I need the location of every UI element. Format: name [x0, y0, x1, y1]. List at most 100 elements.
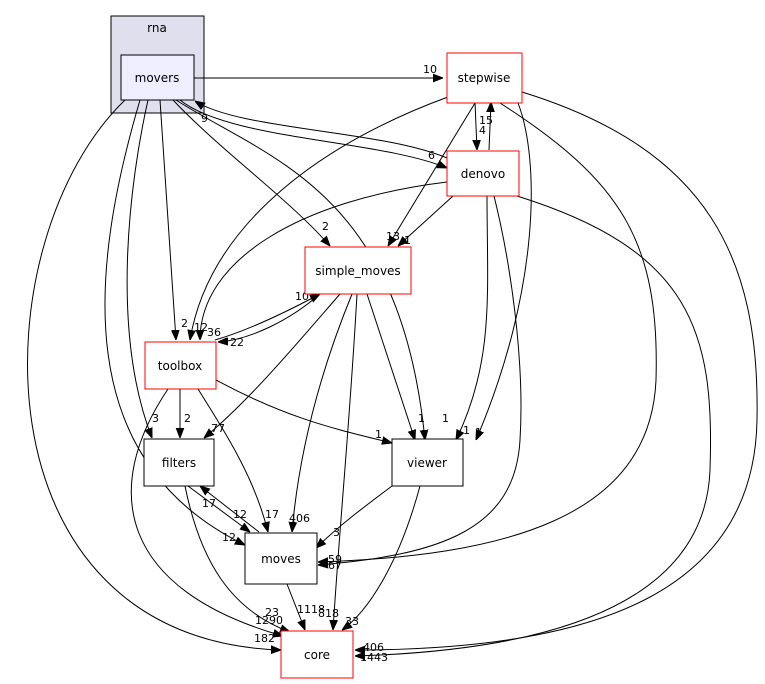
edges [27, 78, 758, 656]
edge-label-simple-moves-moves: 406 [289, 512, 310, 525]
edge-label-movers-core: 182 [254, 632, 275, 645]
node-viewer[interactable]: viewer [391, 438, 464, 487]
node-filters[interactable]: filters [143, 438, 215, 487]
edge-label-simple-moves-filters: 77 [211, 422, 225, 435]
edge-label-simple-moves-toolbox: 22 [230, 336, 244, 349]
edge-label-stepwise-moves: 59 [328, 553, 342, 566]
edge-denovo-moves [318, 195, 522, 565]
edge-label-denovo-stepwise: 15 [479, 114, 493, 127]
edge-toolbox-moves [197, 388, 268, 532]
edge-stepwise-moves [318, 102, 657, 562]
edge-viewer-core [342, 485, 421, 630]
edge-viewer-moves [316, 485, 393, 548]
node-simple-moves-label: simple_moves [315, 264, 400, 278]
node-stepwise[interactable]: stepwise [446, 52, 523, 104]
nodes: movers stepwise denovo simple_moves tool… [120, 52, 523, 679]
node-moves[interactable]: moves [244, 532, 318, 585]
edge-moves-filters [200, 486, 260, 533]
node-core-label: core [304, 648, 330, 662]
node-moves-label: moves [261, 552, 301, 566]
edge-label-filters-core: 1290 [255, 614, 283, 627]
node-filters-box [143, 438, 215, 487]
node-stepwise-box [446, 52, 523, 104]
edge-denovo-simple-moves [398, 195, 454, 246]
node-viewer-label: viewer [407, 456, 447, 470]
edge-label-movers-viewer: 1 [463, 424, 470, 437]
edge-label-stepwise-movers: 9 [201, 112, 208, 125]
node-simple-moves[interactable]: simple_moves [304, 246, 412, 295]
edge-simple-moves-core [333, 293, 358, 630]
edge-label-simple-moves-viewer: 1 [418, 412, 425, 425]
edge-movers-filters [126, 99, 152, 438]
edge-simple-moves-moves [292, 293, 353, 532]
edge-denovo-viewer [456, 195, 489, 440]
edge-label-denovo-viewer: 1 [442, 412, 449, 425]
edge-movers-simple-moves [172, 99, 330, 246]
node-movers-label: movers [135, 71, 180, 85]
edge-label-stepwise-denovo: 4 [479, 124, 486, 137]
edge-moves-core [286, 583, 305, 630]
edge-label-filters-moves: 12 [233, 508, 247, 521]
edge-label-viewer-core: 33 [345, 615, 359, 628]
edge-label-viewer-moves: 3 [333, 526, 340, 539]
edge-label-moves-core: 1118 [297, 603, 325, 616]
edge-label-movers-moves: 12 [222, 531, 236, 544]
edge-label-movers-denovo: 6 [428, 149, 435, 162]
edge-label-toolbox-core: 23 [265, 606, 279, 619]
node-core-box [280, 630, 354, 679]
node-denovo[interactable]: denovo [446, 150, 520, 197]
edge-movers-viewer [175, 99, 425, 440]
edge-label-denovo-moves: 67 [328, 559, 342, 572]
edge-label-toolbox-viewer: 1 [375, 428, 382, 441]
edge-stepwise-toolbox [190, 96, 449, 340]
edge-movers-moves [104, 99, 245, 545]
cluster-rna-label: rna [147, 21, 167, 35]
edge-movers-core [27, 99, 281, 650]
edge-denovo-toolbox [200, 181, 448, 340]
edge-toolbox-core [130, 388, 283, 636]
node-denovo-box [446, 150, 520, 197]
edge-label-stepwise-core: 406 [363, 641, 384, 654]
edge-denovo-movers [195, 101, 448, 159]
edge-toolbox-simple-moves [214, 294, 320, 341]
edge-label-stepwise-viewer: 1 [475, 426, 482, 439]
edge-label-moves-filters: 17 [202, 497, 216, 510]
edge-movers-denovo [179, 99, 447, 168]
edge-label-denovo-simple-moves: 1 [404, 234, 411, 247]
node-toolbox-box [144, 341, 217, 390]
edge-label-movers-toolbox: 2 [181, 317, 188, 330]
edge-movers-toolbox [159, 99, 176, 340]
edge-simple-moves-viewer [366, 293, 415, 440]
node-simple-moves-box [304, 246, 412, 295]
node-toolbox-label: toolbox [158, 359, 202, 373]
edge-label-denovo-core: 1443 [360, 651, 388, 664]
node-stepwise-label: stepwise [458, 71, 511, 85]
node-viewer-box [391, 438, 464, 487]
node-denovo-label: denovo [461, 167, 505, 181]
edge-label-stepwise-toolbox: 12 [194, 321, 208, 334]
edge-label-simple-moves-core: 818 [318, 607, 339, 620]
edge-denovo-core [355, 195, 712, 656]
node-toolbox[interactable]: toolbox [144, 341, 217, 390]
node-filters-label: filters [162, 456, 196, 470]
edge-label-toolbox-moves: 17 [265, 508, 279, 521]
edge-filters-moves [187, 485, 250, 532]
edge-stepwise-denovo [475, 101, 477, 150]
node-movers-box [120, 54, 195, 101]
edge-label-movers-filters: 3 [152, 412, 159, 425]
edge-label-denovo-toolbox: 36 [207, 326, 221, 339]
edge-stepwise-viewer [476, 102, 532, 440]
edge-label-toolbox-filters: 2 [184, 412, 191, 425]
edge-filters-core [184, 485, 290, 632]
node-moves-box [244, 532, 318, 585]
edge-simple-moves-filters [204, 293, 341, 438]
edge-denovo-stepwise [489, 102, 491, 151]
edge-label-stepwise-simple-moves: 13 [386, 230, 400, 243]
node-movers[interactable]: movers [120, 54, 195, 101]
edge-labels: 10 6 9 4 15 2 13 1 10 2 12 36 22 3 2 77 … [152, 63, 493, 664]
edge-stepwise-core [355, 91, 758, 650]
edge-stepwise-simple-moves [388, 102, 476, 246]
node-core[interactable]: core [280, 630, 354, 679]
edge-label-movers-simple-moves: 2 [322, 220, 329, 233]
